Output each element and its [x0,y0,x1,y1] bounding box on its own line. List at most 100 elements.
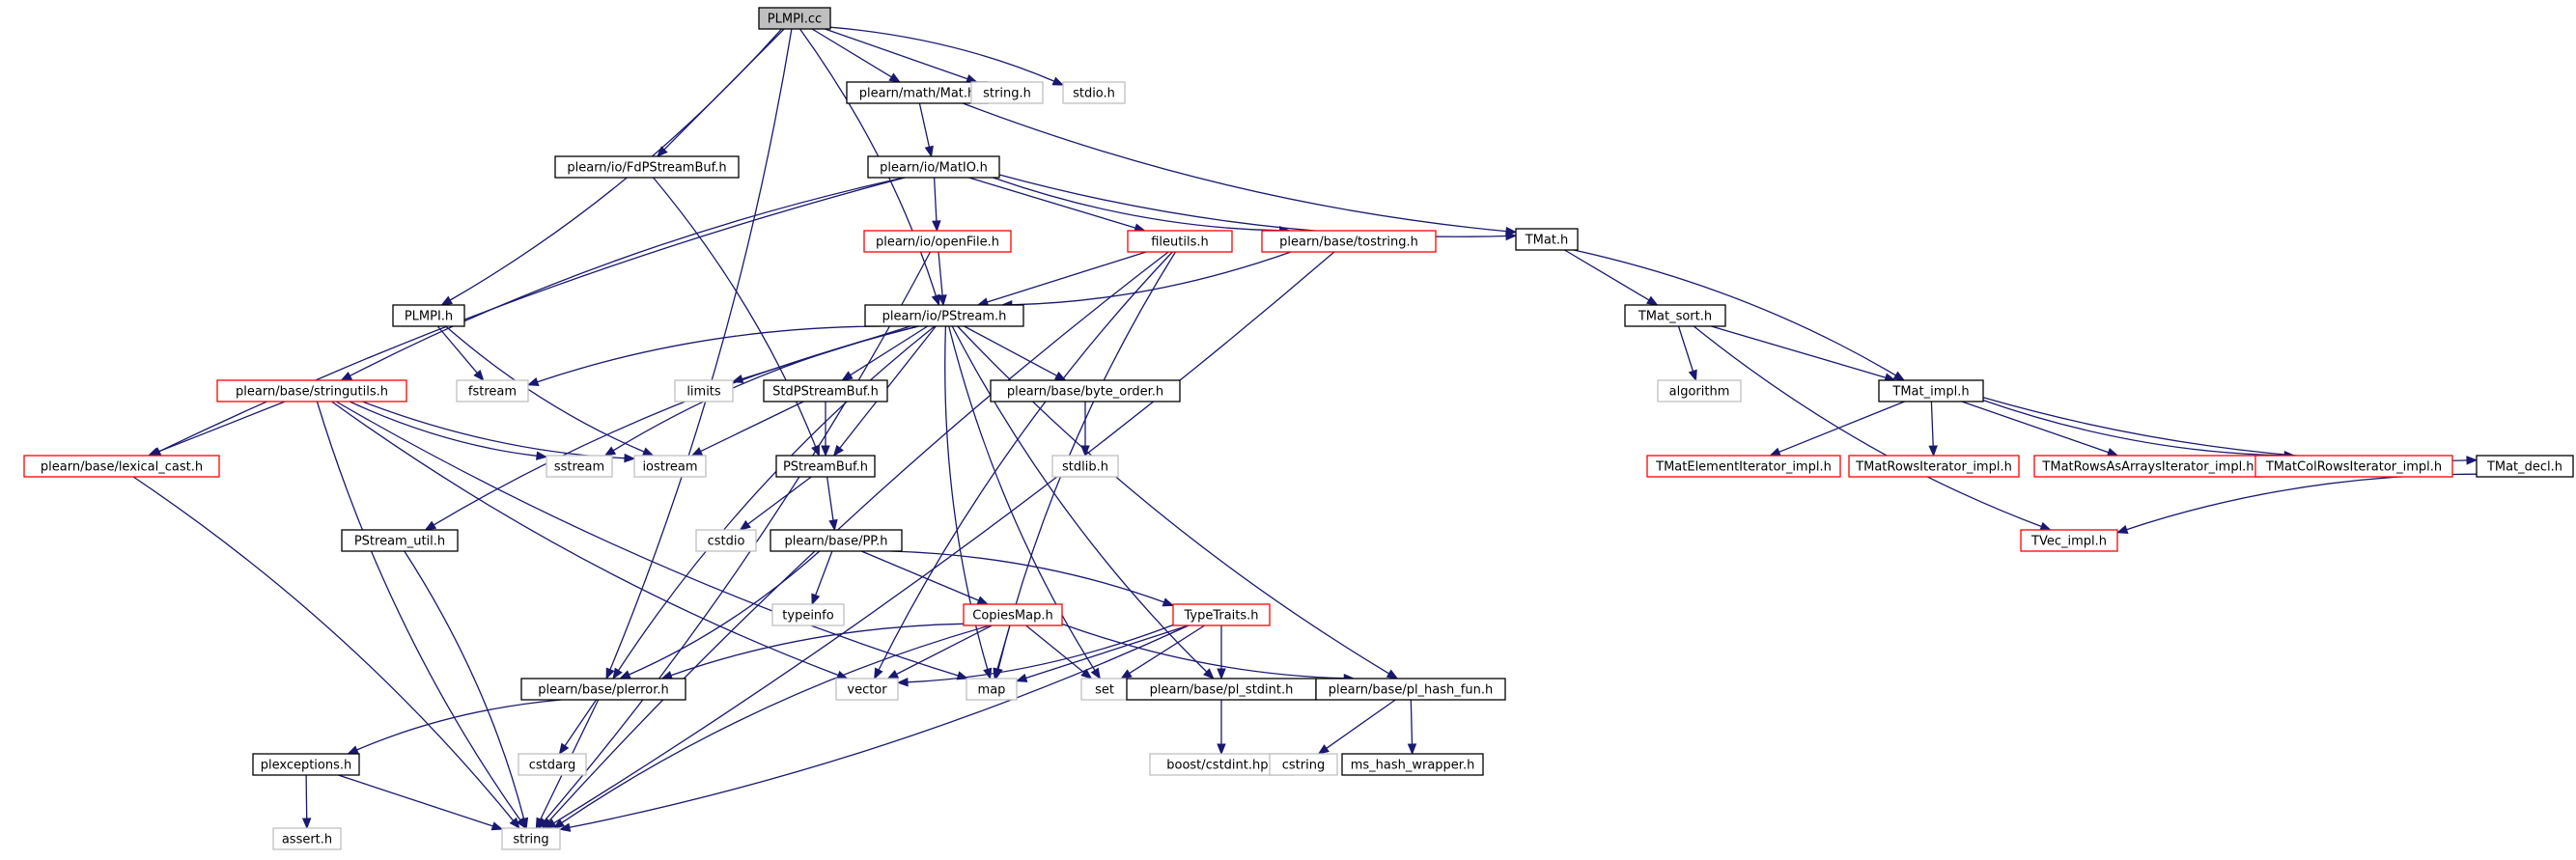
node-copiesmap-h[interactable]: CopiesMap.h [963,603,1063,626]
node-label: TMatElementIterator_impl.h [1655,460,1832,475]
edge-typetraits_h-to-map [1015,624,1190,682]
node-plmpi-h[interactable]: PLMPI.h [392,304,465,327]
edge-typetraits_h-to-pl_stdint_h [1217,625,1226,680]
node-pstreambuf-h[interactable]: PStreamBuf.h [775,455,876,478]
node-box [341,529,459,552]
node-lexical-cast-h[interactable]: plearn/base/lexical_cast.h [23,455,220,478]
node-tmat-impl-h[interactable]: TMat_impl.h [1878,379,1984,402]
edge-plmpi_cc-to-string_h [825,28,978,84]
node-tmat-h[interactable]: TMat.h [1515,228,1579,251]
node-label: TMat_decl.h [2486,460,2562,475]
edge-copiesmap_h-to-vector [886,624,993,680]
node-label: plearn/base/plerror.h [538,683,668,698]
edge-tmat_sort_h-to-tmat_impl_h [1711,325,1896,382]
node-cstdarg: cstdarg [518,753,587,776]
node-plerror-h[interactable]: plearn/base/plerror.h [520,678,686,701]
node-tostring-h[interactable]: plearn/base/tostring.h [1261,230,1437,253]
node-box [554,155,740,179]
include-edges [132,26,2478,832]
node-label: plearn/base/byte_order.h [1007,385,1163,400]
node-box [771,603,845,626]
node-cstdio: cstdio [695,529,757,552]
node-box [546,455,613,478]
node-tmatrowsiterator-h[interactable]: TMatRowsIterator_impl.h [1848,455,2020,478]
node-box [1341,753,1484,776]
node-tmatcolrowsiterator-h[interactable]: TMatColRowsIterator_impl.h [2254,455,2453,478]
node-assert-h: assert.h [272,827,342,850]
edge-typetraits_h-to-set [1120,624,1206,680]
node-label: TMatRowsAsArraysIterator_impl.h [2041,460,2254,475]
edge-copiesmap_h-to-plerror_h [660,623,965,680]
edge-tmat_decl_h-to-tvec_impl_h [2115,473,2478,535]
node-label: plearn/io/PStream.h [882,310,1007,324]
edge-lexical_cast_h-to-string [132,476,520,830]
node-label: stdio.h [1073,87,1115,101]
node-box [1269,753,1338,776]
node-ms-hash-wrapper-h[interactable]: ms_hash_wrapper.h [1341,753,1484,776]
node-pl-stdint-h[interactable]: plearn/base/pl_stdint.h [1126,678,1317,701]
node-label: plearn/base/tostring.h [1279,236,1418,250]
node-string-h: string.h [970,81,1044,104]
node-pstream-h[interactable]: plearn/io/PStream.h [864,304,1024,327]
node-label: plearn/base/stringutils.h [236,385,388,400]
node-fileutils-h[interactable]: fileutils.h [1127,230,1233,253]
node-tmat-decl-h[interactable]: TMat_decl.h [2476,455,2574,478]
edge-copiesmap_h-to-set [1025,624,1093,680]
node-pp-h[interactable]: plearn/base/PP.h [770,529,903,552]
node-label: set [1095,683,1114,698]
node-box [1127,230,1233,253]
node-typetraits-h[interactable]: TypeTraits.h [1172,603,1271,626]
node-plmpi-cc[interactable]: PLMPI.cc [758,7,831,30]
node-cstring: cstring [1269,753,1338,776]
node-box [1848,455,2020,478]
node-matio-h[interactable]: plearn/io/MatIO.h [867,155,1000,179]
node-stringutils-h[interactable]: plearn/base/stringutils.h [216,379,407,402]
node-label: plearn/io/FdPStreamBuf.h [567,161,726,176]
node-tvec-impl-h[interactable]: TVec_impl.h [2020,529,2118,552]
edge-tmat_h-to-tmat_impl_h [1573,249,1906,381]
node-label: sstream [554,460,604,475]
node-label: plearn/base/pl_stdint.h [1150,683,1294,698]
node-pstream-util-h[interactable]: PStream_util.h [341,529,459,552]
node-boost-cstdint: boost/cstdint.hpp [1149,753,1294,776]
node-box [272,827,342,850]
node-stdlib-h: stdlib.h [1051,455,1119,478]
node-tmatelementiterator-h[interactable]: TMatElementIterator_impl.h [1646,455,1841,478]
edge-pstreambuf_h-to-pp_h [826,476,838,532]
edge-tmat_sort_h-to-algorithm [1677,325,1697,382]
node-label: ms_hash_wrapper.h [1351,759,1475,773]
node-openfile-h[interactable]: plearn/io/openFile.h [863,230,1012,253]
edge-tmat_h-to-tmat_sort_h [1564,249,1659,306]
node-stdpstreambuf-h[interactable]: StdPStreamBuf.h [763,379,888,402]
node-label: TMatColRowsIterator_impl.h [2265,460,2442,475]
edge-tmat_impl_h-to-tmatrowsiterator_h [1928,401,1938,458]
node-plexceptions-h[interactable]: plexceptions.h [252,753,360,776]
node-pl-hash-fun-h[interactable]: plearn/base/pl_hash_fun.h [1315,678,1506,701]
node-label: TypeTraits.h [1183,609,1258,624]
node-box [970,81,1044,104]
node-box [501,827,561,850]
edge-pp_h-to-copiesmap_h [860,550,990,605]
node-stdio-h: stdio.h [1062,81,1126,104]
node-fdpstreambuf-h[interactable]: plearn/io/FdPStreamBuf.h [554,155,740,179]
node-byte-order-h[interactable]: plearn/base/byte_order.h [990,379,1181,402]
edge-stringutils_h-to-sstream [349,401,548,460]
node-label: PLMPI.cc [768,13,822,27]
node-label: iostream [642,460,697,475]
edge-pl_hash_fun_h-to-ms_hash_wrapper_h [1407,699,1417,756]
edge-tmat_impl_h-to-tmatrowsasarraysiterator_h [1961,401,2119,458]
edge-tostring_h-to-string [544,251,1335,829]
node-sstream: sstream [546,455,613,478]
node-tmat-sort-h[interactable]: TMat_sort.h [1624,304,1726,327]
node-box [1261,230,1437,253]
node-label: assert.h [282,833,332,847]
edge-plmpi_cc-to-plerror_h [605,28,793,680]
node-label: TMat_sort.h [1638,310,1712,324]
edge-fileutils_h-to-pstream_h [976,251,1147,307]
node-mat-h[interactable]: plearn/math/Mat.h [846,81,989,104]
node-label: vector [847,683,887,698]
node-tmatrowsasarraysiterator-h[interactable]: TMatRowsAsArraysIterator_impl.h [2033,455,2263,478]
edge-typetraits_h-to-string [558,624,1190,832]
node-box [392,304,465,327]
